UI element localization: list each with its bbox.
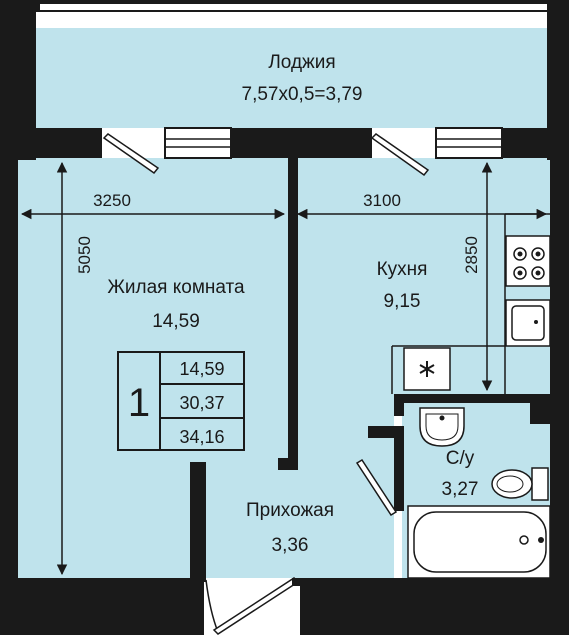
area-summary-box: [117, 351, 245, 451]
bathroom-area: 3,27: [442, 479, 479, 500]
dimension-living-width: 3250: [93, 191, 131, 210]
hallway-name: Прихожая: [246, 500, 334, 521]
dimension-height-left: 5050: [75, 236, 94, 274]
loggia-door-left: [102, 133, 160, 175]
loggia-door-right: [370, 133, 430, 177]
summary-total-area: 30,37: [179, 393, 224, 413]
loggia-area: 7,57х0,5=3,79: [242, 84, 363, 105]
dimension-lines: [20, 161, 548, 576]
kitchen-name: Кухня: [377, 259, 428, 280]
gas-stove-icon: [505, 235, 551, 287]
hallway-area: 3,36: [272, 535, 309, 556]
washbasin-icon: [419, 407, 465, 447]
rooms-count: 1: [128, 381, 150, 425]
fridge-icon: [403, 347, 451, 391]
dimension-kitchen-depth: 2850: [462, 236, 481, 274]
bathtub-icon: [407, 505, 551, 579]
entrance-door: [205, 577, 300, 635]
window-left: [164, 127, 232, 159]
summary-total-with-loggia: 34,16: [179, 427, 224, 447]
living-room-area: 14,59: [152, 311, 200, 332]
kitchen-area: 9,15: [384, 291, 421, 312]
living-room-name: Жилая комната: [107, 277, 245, 298]
loggia-floor: [36, 28, 550, 128]
toilet-icon: [491, 467, 549, 501]
loggia-name: Лоджия: [268, 52, 335, 73]
bathroom-door: [355, 458, 398, 517]
dimension-kitchen-width: 3100: [363, 191, 401, 210]
bathroom-name: С/у: [446, 448, 475, 469]
hallway-floor: [204, 394, 394, 578]
summary-living-area: 14,59: [179, 359, 224, 379]
window-right: [435, 127, 503, 159]
kitchen-sink-icon: [505, 299, 551, 347]
